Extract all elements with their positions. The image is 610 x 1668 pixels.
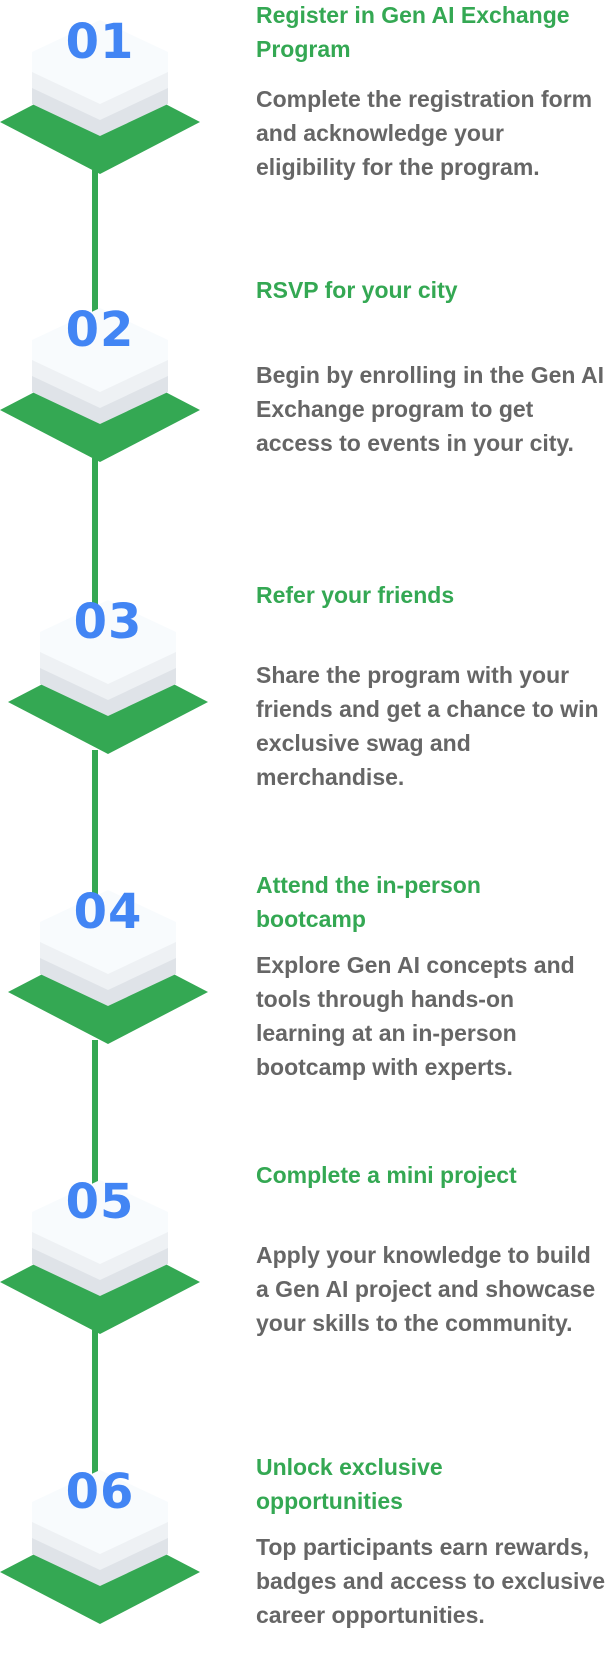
step-badge: 01: [0, 0, 200, 190]
step-description: Share the program with your friends and …: [256, 662, 599, 790]
step-badge: 02: [0, 288, 200, 478]
step-number: 06: [65, 1464, 135, 1520]
step-description: Begin by enrolling in the Gen AI Exchang…: [256, 362, 604, 456]
step-title: Complete a mini project: [256, 1162, 517, 1188]
step-description: Top participants earn rewards, badges an…: [256, 1534, 606, 1628]
isometric-tile-icon: [8, 600, 208, 754]
timeline-connector: [92, 1040, 98, 1240]
step-description: Explore Gen AI concepts and tools throug…: [256, 952, 575, 1080]
step-title: Refer your friends: [256, 582, 455, 608]
isometric-tile-icon: [0, 20, 200, 174]
step-number: 01: [65, 14, 135, 70]
timeline-connector: [92, 170, 98, 368]
isometric-tile-icon: [0, 308, 200, 462]
step-title: Register in Gen AI Exchange Program: [256, 2, 570, 62]
step-badge: 06: [0, 1450, 200, 1640]
isometric-tile-icon: [0, 1180, 200, 1334]
step-description: Complete the registration form and ackno…: [256, 86, 593, 180]
timeline-connector: [92, 1330, 98, 1530]
step-number: 04: [73, 884, 143, 940]
isometric-tile-icon: [8, 890, 208, 1044]
step-number: 02: [65, 302, 135, 358]
step-title: Attend the in-person bootcamp: [256, 872, 481, 932]
step-description: Apply your knowledge to build a Gen AI p…: [256, 1242, 596, 1336]
step-badge: 03: [8, 580, 208, 770]
timeline-connector: [92, 750, 98, 950]
step-number: 03: [73, 594, 143, 650]
timeline-connector: [92, 458, 98, 660]
step-title: RSVP for your city: [256, 277, 458, 303]
isometric-tile-icon: [0, 1470, 200, 1624]
step-title: Unlock exclusive opportunities: [256, 1454, 443, 1514]
step-number: 05: [65, 1174, 135, 1230]
step-badge: 04: [8, 870, 208, 1060]
step-badge: 05: [0, 1160, 200, 1350]
